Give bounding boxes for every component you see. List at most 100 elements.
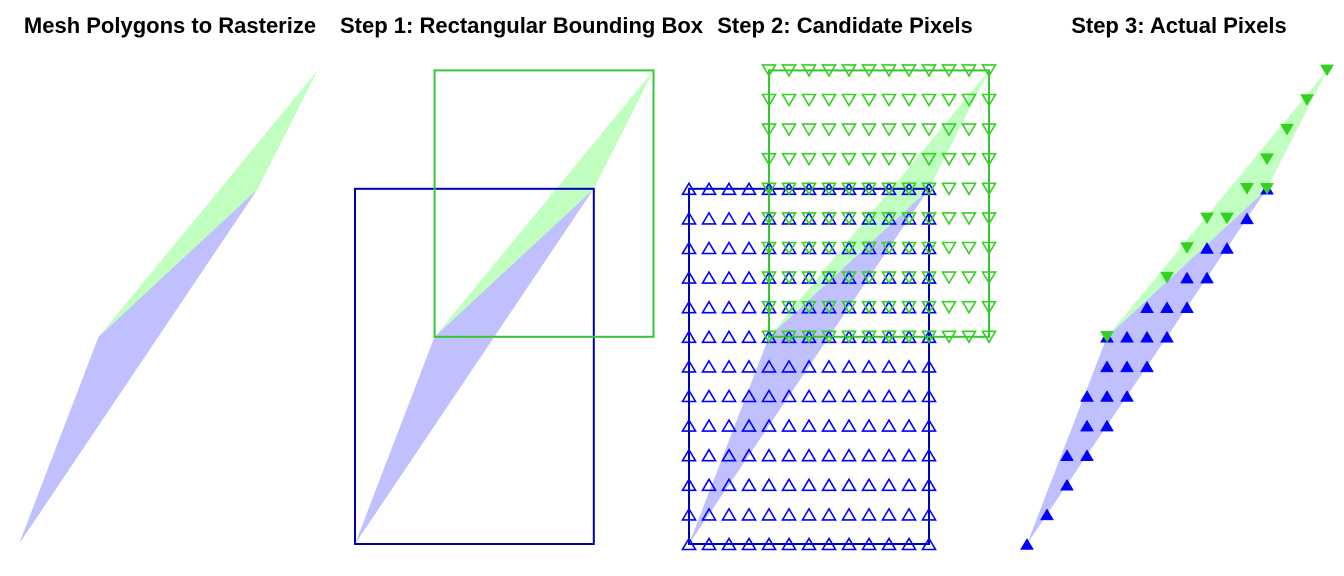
green-triangle bbox=[98, 70, 318, 337]
blue-candidate-pixel bbox=[881, 270, 897, 284]
green-candidate-pixel bbox=[921, 182, 937, 196]
green-candidate-pixel bbox=[961, 93, 977, 108]
green-candidate-pixel bbox=[961, 123, 977, 137]
blue-actual-pixel bbox=[1140, 301, 1154, 313]
green-candidate-pixel bbox=[801, 123, 817, 137]
green-bounding-box bbox=[768, 69, 990, 338]
blue-candidate-pixel bbox=[921, 536, 937, 551]
green-candidate-pixel bbox=[981, 271, 997, 285]
green-candidate-pixel bbox=[841, 300, 857, 315]
green-candidate-pixel bbox=[861, 182, 877, 196]
green-actual-pixel bbox=[1220, 212, 1234, 225]
blue-candidate-pixel bbox=[761, 359, 777, 373]
blue-candidate-pixel bbox=[721, 507, 737, 521]
blue-candidate-pixel bbox=[781, 418, 797, 432]
blue-candidate-pixel bbox=[801, 507, 817, 521]
blue-candidate-pixel bbox=[921, 359, 937, 373]
green-candidate-pixel bbox=[961, 271, 977, 285]
green-candidate-pixel bbox=[961, 212, 977, 226]
blue-candidate-pixel bbox=[741, 240, 757, 255]
green-candidate-pixel bbox=[781, 123, 797, 137]
blue-candidate-pixel bbox=[861, 300, 877, 314]
blue-actual-pixel bbox=[1180, 301, 1194, 313]
green-candidate-pixel bbox=[841, 212, 857, 226]
green-candidate-pixel bbox=[921, 271, 937, 285]
blue-candidate-pixel bbox=[861, 418, 877, 432]
green-candidate-pixel bbox=[901, 152, 917, 167]
blue-actual-pixel bbox=[1060, 449, 1074, 461]
panel-actual-pixels: Step 3: Actual Pixels bbox=[1014, 0, 1344, 576]
green-candidate-pixel bbox=[801, 93, 817, 108]
green-candidate-pixel bbox=[981, 330, 997, 344]
blue-candidate-pixel bbox=[781, 477, 797, 492]
blue-candidate-pixel bbox=[861, 359, 877, 373]
panel-title: Step 1: Rectangular Bounding Box bbox=[340, 13, 704, 38]
blue-candidate-pixel bbox=[781, 240, 797, 255]
green-candidate-pixel bbox=[921, 241, 937, 256]
blue-candidate-pixel bbox=[821, 211, 837, 225]
green-candidate-pixel bbox=[881, 182, 897, 196]
candidate-pixels-plot bbox=[681, 64, 997, 551]
blue-candidate-pixel bbox=[781, 448, 797, 462]
blue-candidate-pixel bbox=[701, 300, 717, 314]
blue-candidate-pixel bbox=[901, 477, 917, 492]
blue-candidate-pixel bbox=[761, 388, 777, 403]
blue-actual-pixel bbox=[1120, 390, 1134, 402]
blue-candidate-pixel bbox=[841, 388, 857, 403]
blue-candidate-pixel bbox=[721, 477, 737, 492]
blue-candidate-pixel bbox=[801, 240, 817, 255]
blue-candidate-pixel bbox=[701, 240, 717, 255]
blue-actual-pixel bbox=[1180, 271, 1194, 284]
green-candidate-pixel bbox=[941, 182, 957, 196]
blue-candidate-pixel bbox=[681, 270, 697, 284]
blue-candidate-pixel bbox=[681, 211, 697, 225]
green-candidate-pixel bbox=[801, 300, 817, 315]
blue-actual-pixel bbox=[1100, 419, 1114, 432]
blue-triangle bbox=[689, 188, 929, 545]
blue-candidate-pixel bbox=[721, 448, 737, 462]
panel-bounding-box: Step 1: Rectangular Bounding Box bbox=[340, 0, 704, 576]
blue-candidate-pixel bbox=[701, 507, 717, 521]
green-candidate-pixel bbox=[901, 182, 917, 196]
blue-candidate-pixel bbox=[901, 300, 917, 314]
green-candidate-pixel bbox=[901, 93, 917, 108]
blue-candidate-pixel bbox=[721, 388, 737, 403]
blue-candidate-pixel bbox=[721, 329, 737, 344]
blue-candidate-pixel bbox=[921, 448, 937, 462]
green-candidate-pixel bbox=[821, 182, 837, 196]
blue-candidate-pixel bbox=[701, 181, 717, 196]
blue-candidate-pixel bbox=[681, 329, 697, 344]
blue-candidate-pixel bbox=[681, 359, 697, 373]
blue-actual-pixel bbox=[1040, 508, 1054, 521]
blue-candidate-pixel bbox=[841, 418, 857, 432]
green-candidate-pixel bbox=[901, 123, 917, 137]
blue-candidate-pixel bbox=[841, 359, 857, 373]
green-candidate-pixel bbox=[781, 300, 797, 315]
green-candidate-pixel bbox=[941, 64, 957, 78]
green-candidate-pixel bbox=[801, 182, 817, 196]
green-candidate-pixel bbox=[981, 300, 997, 315]
green-candidate-pixel bbox=[921, 123, 937, 137]
green-actual-pixel bbox=[1160, 271, 1174, 284]
blue-actual-pixel bbox=[1200, 242, 1214, 254]
blue-candidate-pixel bbox=[801, 211, 817, 225]
green-candidate-pixel bbox=[861, 330, 877, 344]
green-candidate-pixel bbox=[801, 271, 817, 285]
blue-candidate-pixel bbox=[761, 418, 777, 432]
blue-candidate-pixel bbox=[761, 477, 777, 492]
green-candidate-pixel bbox=[801, 330, 817, 344]
blue-actual-pixel bbox=[1060, 478, 1074, 491]
blue-candidate-pixel bbox=[681, 448, 697, 462]
blue-candidate-pixel bbox=[861, 388, 877, 403]
blue-candidate-pixel bbox=[701, 388, 717, 403]
green-candidate-pixel bbox=[961, 64, 977, 78]
blue-actual-pixel bbox=[1020, 538, 1034, 550]
blue-candidate-pixel bbox=[741, 329, 757, 344]
blue-candidate-pixel bbox=[861, 477, 877, 492]
green-candidate-pixel bbox=[981, 152, 997, 167]
green-actual-pixel bbox=[1240, 183, 1254, 195]
panel-title: Step 3: Actual Pixels bbox=[1071, 13, 1287, 38]
green-candidate-pixel bbox=[761, 64, 777, 78]
panel-title: Mesh Polygons to Rasterize bbox=[23, 13, 317, 38]
blue-candidate-pixel bbox=[841, 536, 857, 551]
